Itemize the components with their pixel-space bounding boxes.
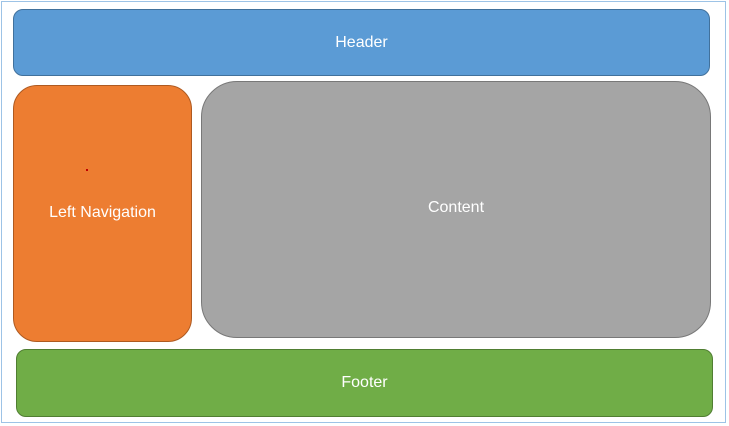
footer-label: Footer bbox=[341, 374, 388, 391]
content-label: Content bbox=[427, 198, 485, 216]
content-block: Content bbox=[201, 81, 711, 338]
header-label: Header bbox=[335, 33, 388, 51]
footer-block: Footer bbox=[16, 349, 713, 417]
left-navigation-block: Left Navigation bbox=[13, 85, 192, 342]
header-block: Header bbox=[13, 9, 710, 76]
marker-dot bbox=[86, 169, 88, 171]
left-navigation-label: Left Navigation bbox=[49, 203, 156, 221]
